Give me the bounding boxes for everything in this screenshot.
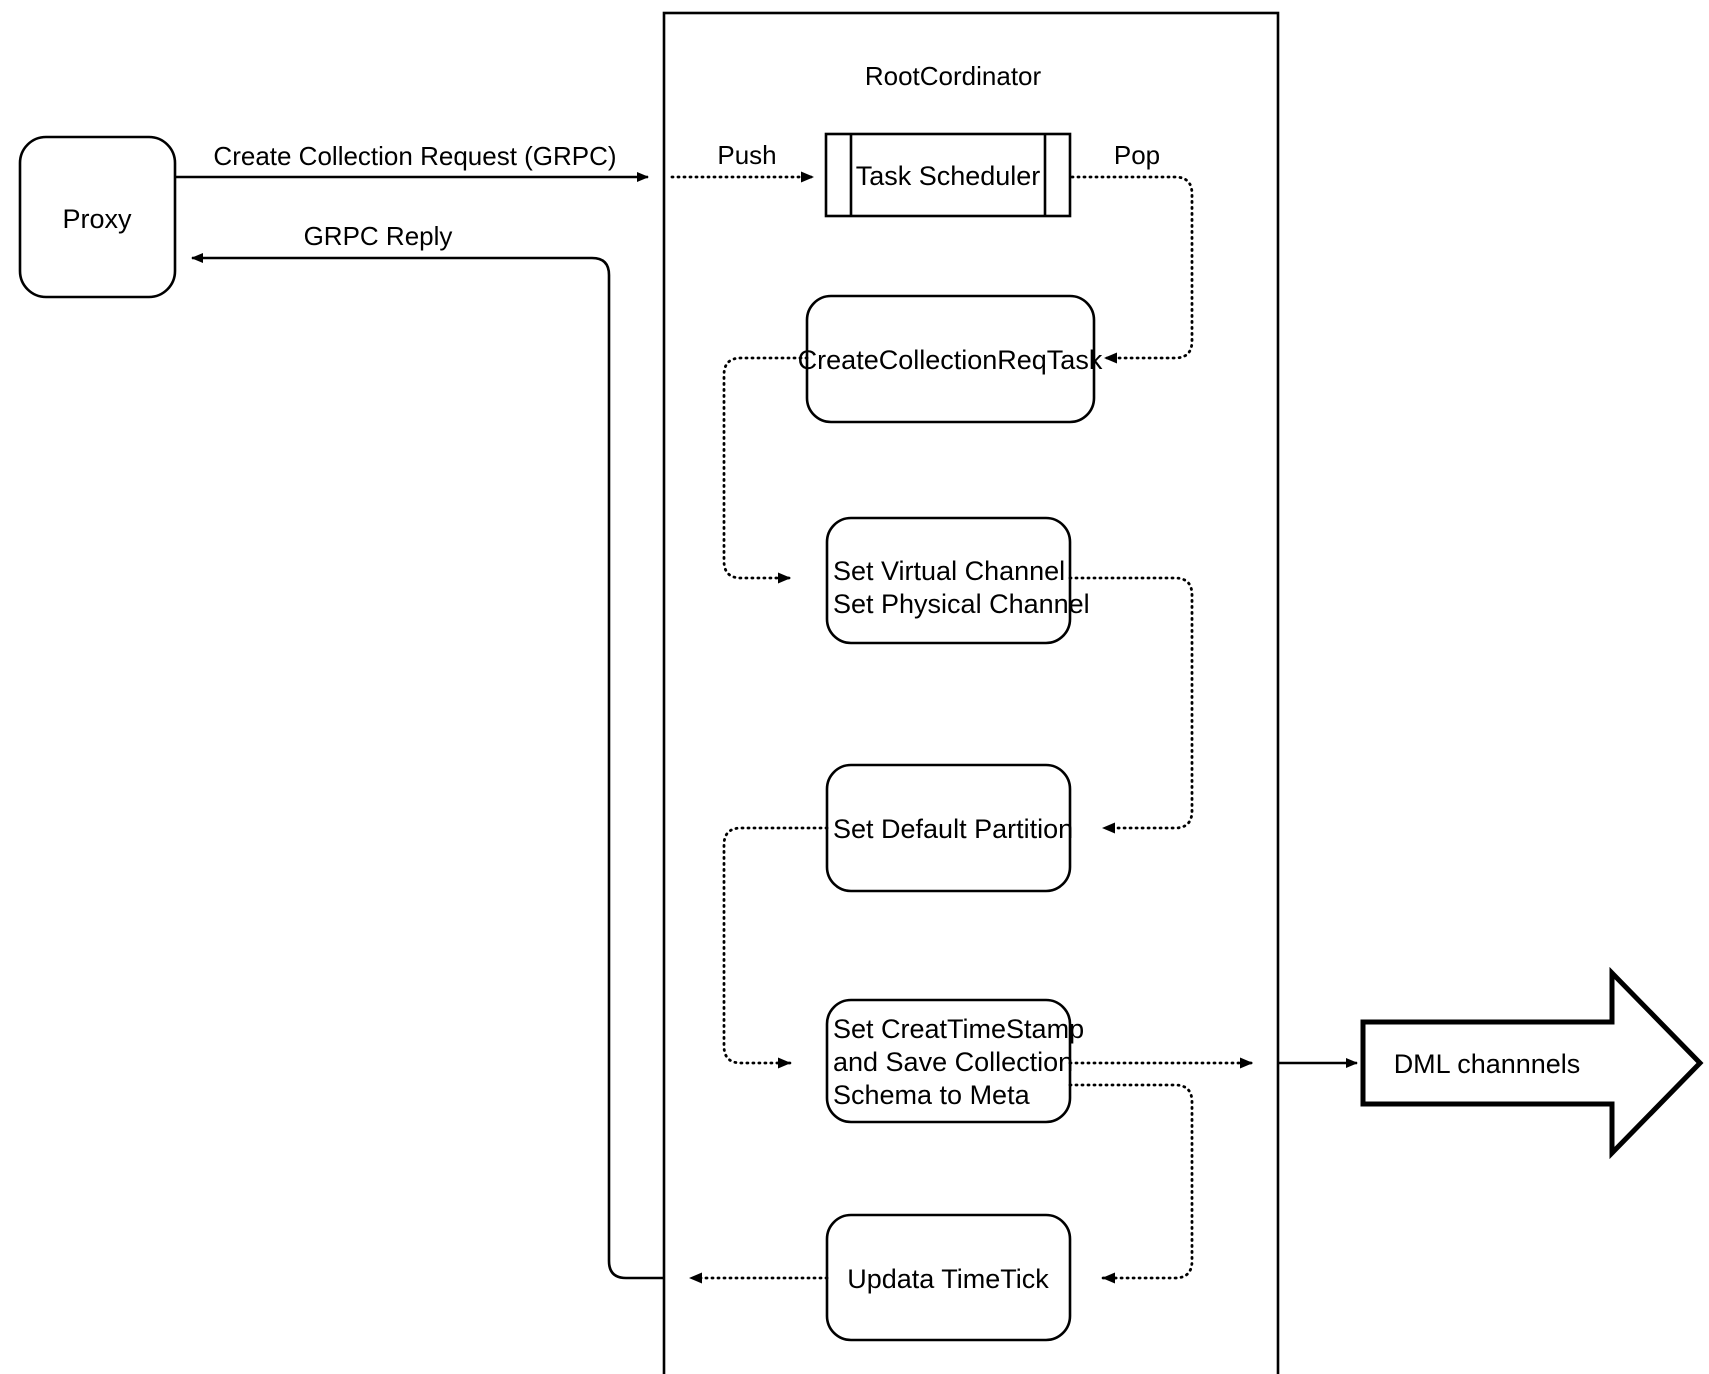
edge-default-partition-to-timestamp xyxy=(722,826,829,1069)
node-task-scheduler-label: Task Scheduler xyxy=(856,161,1041,191)
node-dml-channels[interactable]: DML channnels xyxy=(1360,966,1704,1160)
node-set-create-timestamp[interactable]: Set CreatTimeStamp and Save Collection S… xyxy=(825,998,1084,1124)
edge-pop: Pop xyxy=(1070,140,1194,364)
edge-grpc-reply-label: GRPC Reply xyxy=(304,221,453,251)
edge-task-to-set-channels xyxy=(722,356,809,584)
edge-grpc-reply: GRPC Reply xyxy=(191,221,664,1280)
node-dml-channels-label: DML channnels xyxy=(1394,1049,1581,1079)
node-set-channels-line1: Set Virtual Channel xyxy=(833,556,1065,586)
edge-set-channels-to-default-partition xyxy=(1068,576,1194,834)
rootcordinator-label: RootCordinator xyxy=(865,61,1042,91)
node-create-collection-req-task-label: CreateCollectionReqTask xyxy=(798,345,1103,375)
node-set-channels[interactable]: Set Virtual Channel Set Physical Channel xyxy=(825,516,1090,645)
node-set-create-timestamp-line1: Set CreatTimeStamp xyxy=(833,1014,1084,1044)
node-set-create-timestamp-line2: and Save Collection xyxy=(833,1047,1073,1077)
edge-timestamp-to-timetick xyxy=(1068,1083,1194,1284)
node-set-default-partition[interactable]: Set Default Partition xyxy=(825,763,1073,893)
node-task-scheduler[interactable]: Task Scheduler xyxy=(824,132,1072,218)
node-set-create-timestamp-line3: Schema to Meta xyxy=(833,1080,1031,1110)
node-update-timetick-label: Updata TimeTick xyxy=(847,1264,1049,1294)
node-create-collection-req-task[interactable]: CreateCollectionReqTask xyxy=(798,294,1103,424)
edge-create-collection-request: Create Collection Request (GRPC) xyxy=(175,141,649,182)
node-update-timetick[interactable]: Updata TimeTick xyxy=(825,1213,1072,1342)
edge-create-collection-request-label: Create Collection Request (GRPC) xyxy=(213,141,616,171)
edge-pop-label: Pop xyxy=(1114,140,1160,170)
node-proxy[interactable]: Proxy xyxy=(18,135,177,299)
rootcordinator-container: RootCordinator xyxy=(662,11,1280,1374)
node-set-channels-line2: Set Physical Channel xyxy=(833,589,1090,619)
edge-push-label: Push xyxy=(717,140,776,170)
node-proxy-label: Proxy xyxy=(62,204,132,234)
node-set-default-partition-label: Set Default Partition xyxy=(833,814,1073,844)
edge-push: Push xyxy=(670,140,815,183)
